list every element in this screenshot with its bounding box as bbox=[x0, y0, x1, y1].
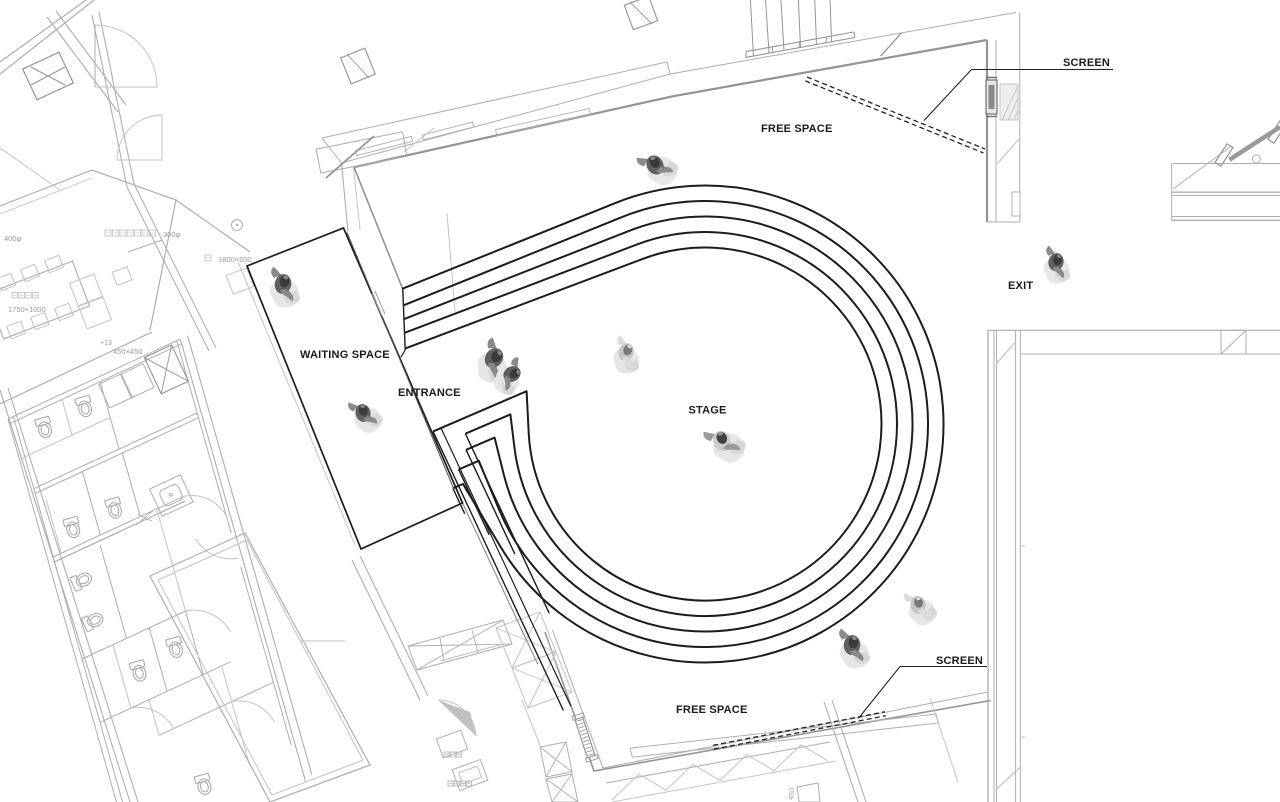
svg-text:1750×1000: 1750×1000 bbox=[8, 305, 46, 314]
svg-text:WAITING SPACE: WAITING SPACE bbox=[300, 349, 390, 361]
svg-text:FREE SPACE: FREE SPACE bbox=[761, 123, 832, 135]
svg-text:300φ: 300φ bbox=[163, 230, 181, 239]
svg-text:FREE SPACE: FREE SPACE bbox=[676, 704, 747, 716]
svg-text:STAGE: STAGE bbox=[689, 405, 727, 417]
svg-text:SCREEN: SCREEN bbox=[936, 655, 983, 667]
svg-text:+13: +13 bbox=[100, 340, 112, 347]
svg-text:SCREEN: SCREEN bbox=[1063, 57, 1110, 69]
svg-text:400φ: 400φ bbox=[4, 234, 22, 243]
svg-text:450×450: 450×450 bbox=[113, 347, 142, 356]
svg-text:450: 450 bbox=[788, 788, 796, 801]
svg-text:ENTRANCE: ENTRANCE bbox=[398, 387, 461, 399]
svg-text:EXIT: EXIT bbox=[1008, 280, 1033, 292]
svg-text:1800×600: 1800×600 bbox=[218, 255, 252, 264]
